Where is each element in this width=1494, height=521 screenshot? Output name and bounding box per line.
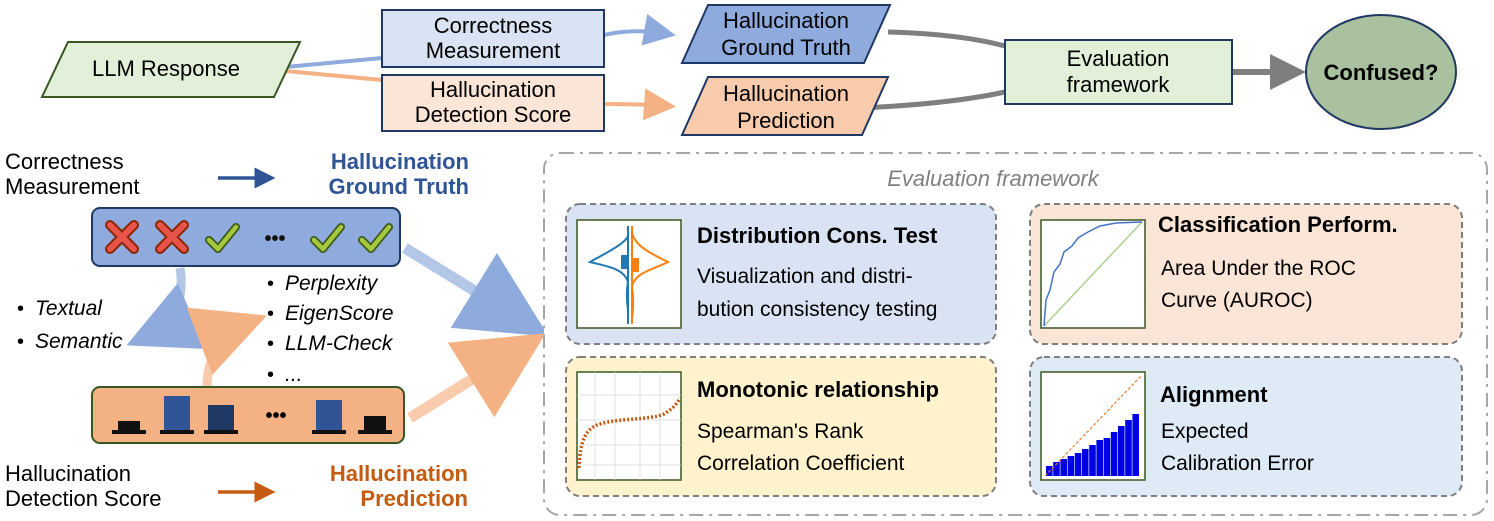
correctness-measurement-node [381, 9, 605, 68]
monotonic-line-1: Spearman's Rank [697, 420, 864, 443]
calibration-diagonal [1044, 375, 1142, 477]
ground-truth-node [680, 4, 892, 64]
bullet: • [17, 331, 24, 353]
arrow-prediction-to-framework [859, 89, 1006, 111]
left-ground-truth-label-2: Ground Truth [328, 174, 469, 199]
evaluation-framework-node [1004, 39, 1233, 105]
method-perplexity: Perplexity [285, 272, 379, 295]
bar-icon [160, 396, 194, 434]
confused-node [1305, 14, 1457, 130]
left-prediction-label-2: Prediction [360, 486, 468, 511]
llm-response-label: LLM Response [92, 56, 240, 81]
histogram-bar [1125, 420, 1132, 476]
bar-icon [204, 405, 238, 434]
arrow-prediction-to-framework [407, 333, 546, 423]
distribution-test-title: Distribution Cons. Test [697, 223, 938, 248]
left-detection-label-1: Hallucination [5, 461, 131, 486]
ellipsis-dots: ••• [265, 405, 286, 427]
classification-line-2: Curve (AUROC) [1161, 289, 1313, 312]
scatter-curve-icon [576, 371, 682, 481]
alignment-title: Alignment [1160, 382, 1268, 407]
method-more: ... [285, 363, 303, 386]
bullet: • [267, 364, 274, 386]
monotonic-line-2: Correlation Coefficient [697, 452, 905, 475]
calibration-histogram-icon [1046, 414, 1139, 476]
curved-arrow-to-detection-methods [186, 307, 267, 387]
arrow-correctness-to-groundtruth [603, 13, 676, 46]
framework-label-1: Evaluation [1067, 46, 1170, 71]
correctness-label-1: Correctness [434, 13, 553, 38]
curved-arrow-to-measure-types [126, 267, 207, 349]
ground-truth-strip [91, 207, 401, 267]
histogram-bar [1103, 438, 1111, 476]
bullet: • [267, 303, 274, 325]
framework-label-2: framework [1067, 72, 1171, 97]
alignment-line-1: Expected [1161, 420, 1249, 443]
histogram-bar [1118, 426, 1125, 476]
confused-label: Confused? [1324, 60, 1439, 85]
correctness-label-2: Measurement [426, 38, 561, 63]
bullet: • [17, 298, 24, 320]
left-ground-truth-label-1: Hallucination [331, 149, 469, 174]
histogram-bar [1067, 456, 1075, 476]
bar-icon [112, 421, 146, 434]
arrow-groundtruth-to-framework [887, 29, 1006, 49]
method-eigenscore: EigenScore [285, 302, 394, 325]
histogram-bar [1110, 432, 1118, 476]
histogram-bar [1082, 449, 1089, 476]
histogram-bar [1096, 440, 1103, 476]
distribution-test-line-2: bution consistency testing [697, 298, 937, 321]
llm-response-node [40, 41, 302, 98]
left-detection-label-2: Detection Score [5, 486, 162, 511]
measure-type-textual: Textual [35, 297, 103, 320]
scatter-curve-icon [577, 372, 682, 480]
ellipsis-dots: ••• [264, 228, 285, 250]
classification-line-1: Area Under the ROC [1161, 257, 1356, 280]
arrow-response-to-detection [274, 68, 383, 82]
framework-panel-title: Evaluation framework [887, 166, 1100, 191]
left-correctness-label-1: Correctness [5, 149, 124, 174]
ground-truth-label-1: Hallucination [723, 8, 849, 33]
bar-icon [358, 416, 392, 434]
histogram-bar [1089, 445, 1096, 476]
detection-label-1: Hallucination [430, 77, 556, 102]
histogram-bar [1132, 414, 1139, 476]
violin-plot-icon [587, 226, 671, 324]
method-llm-check: LLM-Check [285, 332, 394, 355]
bullet: • [267, 333, 274, 355]
detection-score-strip [91, 386, 405, 444]
histogram-bar [1074, 453, 1082, 476]
measure-type-semantic: Semantic [35, 330, 123, 353]
roc-curve-icon [1043, 221, 1143, 327]
bullet: • [267, 273, 274, 295]
detection-label-2: Detection Score [415, 102, 572, 127]
ground-truth-label-2: Ground Truth [721, 35, 851, 60]
detection-score-node [381, 74, 605, 132]
prediction-node [680, 76, 890, 136]
prediction-label-1: Hallucination [723, 81, 849, 106]
prediction-label-2: Prediction [737, 108, 835, 133]
monotonic-title: Monotonic relationship [697, 377, 939, 402]
left-prediction-label-1: Hallucination [330, 461, 468, 486]
arrow-ground-truth-to-framework [402, 243, 549, 337]
histogram-bar [1053, 462, 1060, 476]
classification-title: Classification Perform. [1158, 212, 1398, 237]
left-correctness-label-2: Measurement [5, 174, 140, 199]
histogram-bar [1060, 459, 1067, 476]
arrow-detection-to-prediction [603, 88, 676, 121]
distribution-test-line-1: Visualization and distri- [697, 265, 913, 288]
bar-icon [312, 400, 346, 434]
alignment-line-2: Calibration Error [1161, 452, 1314, 475]
arrow-response-to-correctness [274, 56, 383, 70]
